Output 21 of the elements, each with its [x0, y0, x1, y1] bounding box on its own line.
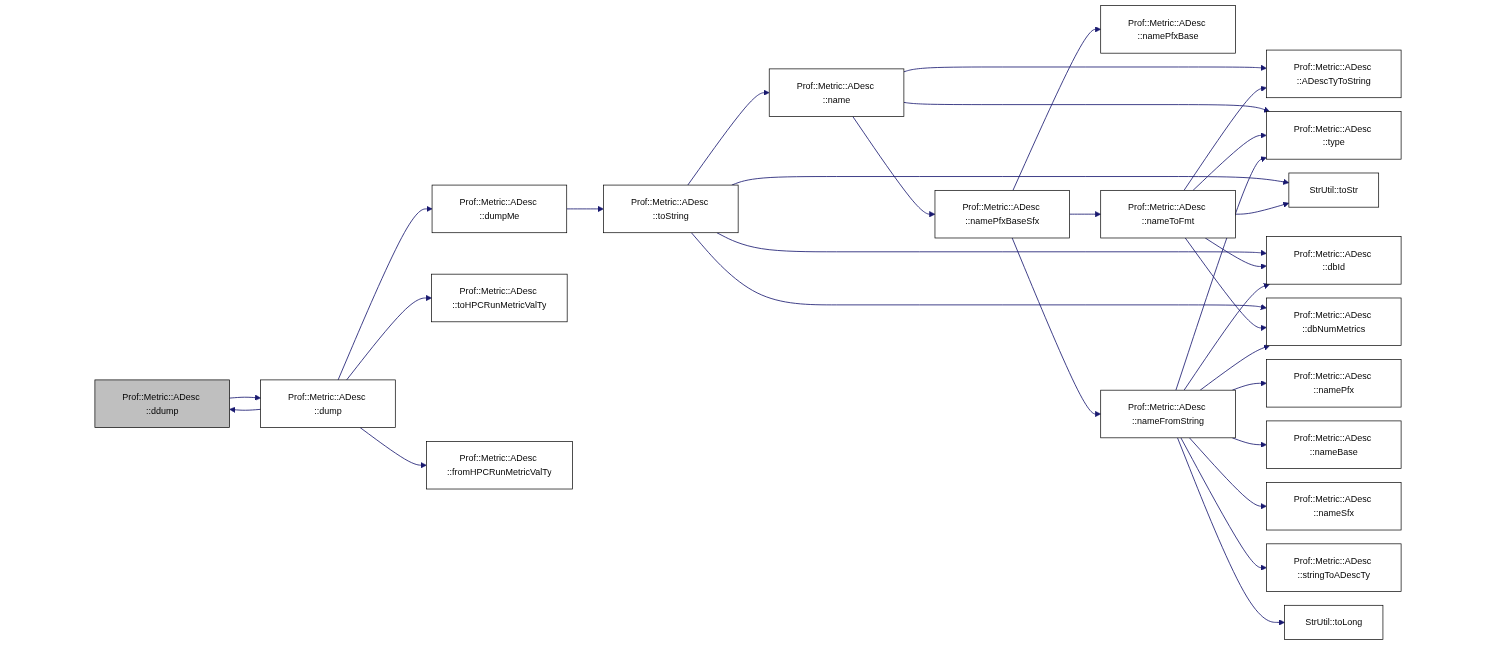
node-box: Prof::Metric::ADesc ::nameToFmt	[1100, 190, 1236, 239]
node-box: Prof::Metric::ADesc ::namePfxBaseSfx	[934, 190, 1070, 239]
node-box: Prof::Metric::ADesc ::toString	[603, 184, 739, 234]
node-box: Prof::Metric::ADesc ::nameSfx	[1266, 482, 1402, 531]
node-box: Prof::Metric::ADesc ::ddump	[94, 379, 230, 428]
node-box: Prof::Metric::ADesc ::ADescTyToString	[1266, 49, 1402, 99]
node-box: Prof::Metric::ADesc ::dump	[260, 379, 396, 428]
node-box: StrUtil::toLong	[1284, 604, 1384, 640]
node-box: Prof::Metric::ADesc ::toHPCRunMetricValTy	[431, 273, 568, 323]
node-box: Prof::Metric::ADesc ::namePfx	[1266, 359, 1402, 408]
node-box: Prof::Metric::ADesc ::nameFromString	[1100, 389, 1236, 439]
node-box: Prof::Metric::ADesc ::name	[768, 68, 905, 117]
node-box: Prof::Metric::ADesc ::dbNumMetrics	[1266, 297, 1402, 346]
node-box: StrUtil::toStr	[1288, 172, 1380, 208]
node-box: Prof::Metric::ADesc ::dumpMe	[431, 184, 568, 234]
node-box: Prof::Metric::ADesc ::nameBase	[1266, 420, 1402, 469]
node-box: Prof::Metric::ADesc ::dbId	[1266, 236, 1402, 285]
node-box: Prof::Metric::ADesc ::stringToADescTy	[1266, 543, 1402, 592]
node-box: Prof::Metric::ADesc ::namePfxBase	[1100, 5, 1236, 54]
node-box: Prof::Metric::ADesc ::fromHPCRunMetricValTy	[426, 441, 573, 490]
node-box: Prof::Metric::ADesc ::type	[1266, 111, 1402, 160]
